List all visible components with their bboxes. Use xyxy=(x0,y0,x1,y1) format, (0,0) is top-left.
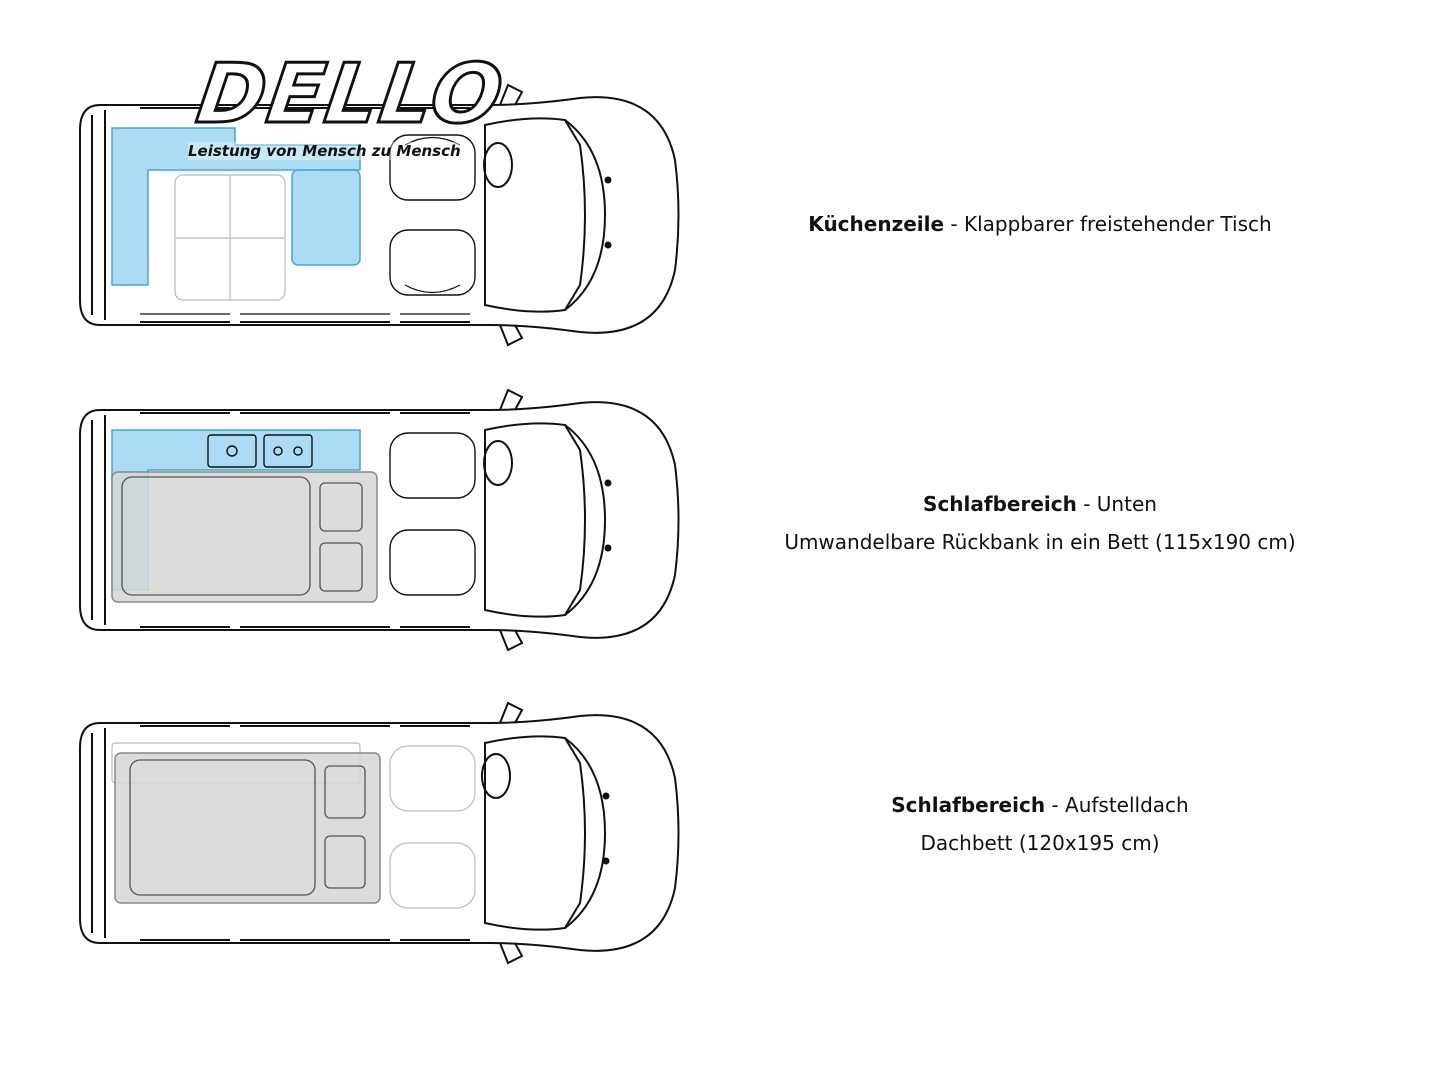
caption-separator: - xyxy=(1045,793,1066,817)
caption-kitchen: Küchenzeile - Klappbarer freistehender T… xyxy=(740,205,1340,243)
caption-subtitle: Aufstelldach xyxy=(1065,793,1189,817)
caption-lower-bed: Schlafbereich - Unten Umwandelbare Rückb… xyxy=(740,485,1340,561)
dello-logo: DELLO Leistung von Mensch zu Mensch xyxy=(180,46,512,180)
caption-title: Küchenzeile xyxy=(808,212,945,236)
logo-tagline: Leistung von Mensch zu Mensch xyxy=(188,142,461,160)
van-floorplan-roof-bed xyxy=(60,688,700,978)
caption-line: Schlafbereich - Aufstelldach xyxy=(740,786,1340,824)
caption-title: Schlafbereich xyxy=(891,793,1046,817)
caption-separator: - xyxy=(944,212,964,236)
van-outline-roof-bed xyxy=(79,701,680,965)
caption-subtitle: Klappbarer freistehender Tisch xyxy=(964,212,1272,236)
caption-line: Schlafbereich - Unten xyxy=(740,485,1340,523)
caption-title: Schlafbereich xyxy=(923,492,1077,516)
van-outline-lower-bed xyxy=(79,388,680,652)
caption-line: Küchenzeile - Klappbarer freistehender T… xyxy=(740,205,1340,243)
van-floorplan-kitchen xyxy=(60,70,700,360)
caption-roof-bed: Schlafbereich - Aufstelldach Dachbett (1… xyxy=(740,786,1340,862)
caption-subtitle: Unten xyxy=(1096,492,1157,516)
van-floorplan-lower-bed xyxy=(60,375,700,665)
caption-separator: - xyxy=(1076,492,1097,516)
caption-detail: Umwandelbare Rückbank in ein Bett (115x1… xyxy=(784,530,1296,554)
van-outline-kitchen xyxy=(79,83,680,347)
logo-wordmark: DELLO xyxy=(190,46,512,144)
caption-detail: Dachbett (120x195 cm) xyxy=(920,831,1160,855)
